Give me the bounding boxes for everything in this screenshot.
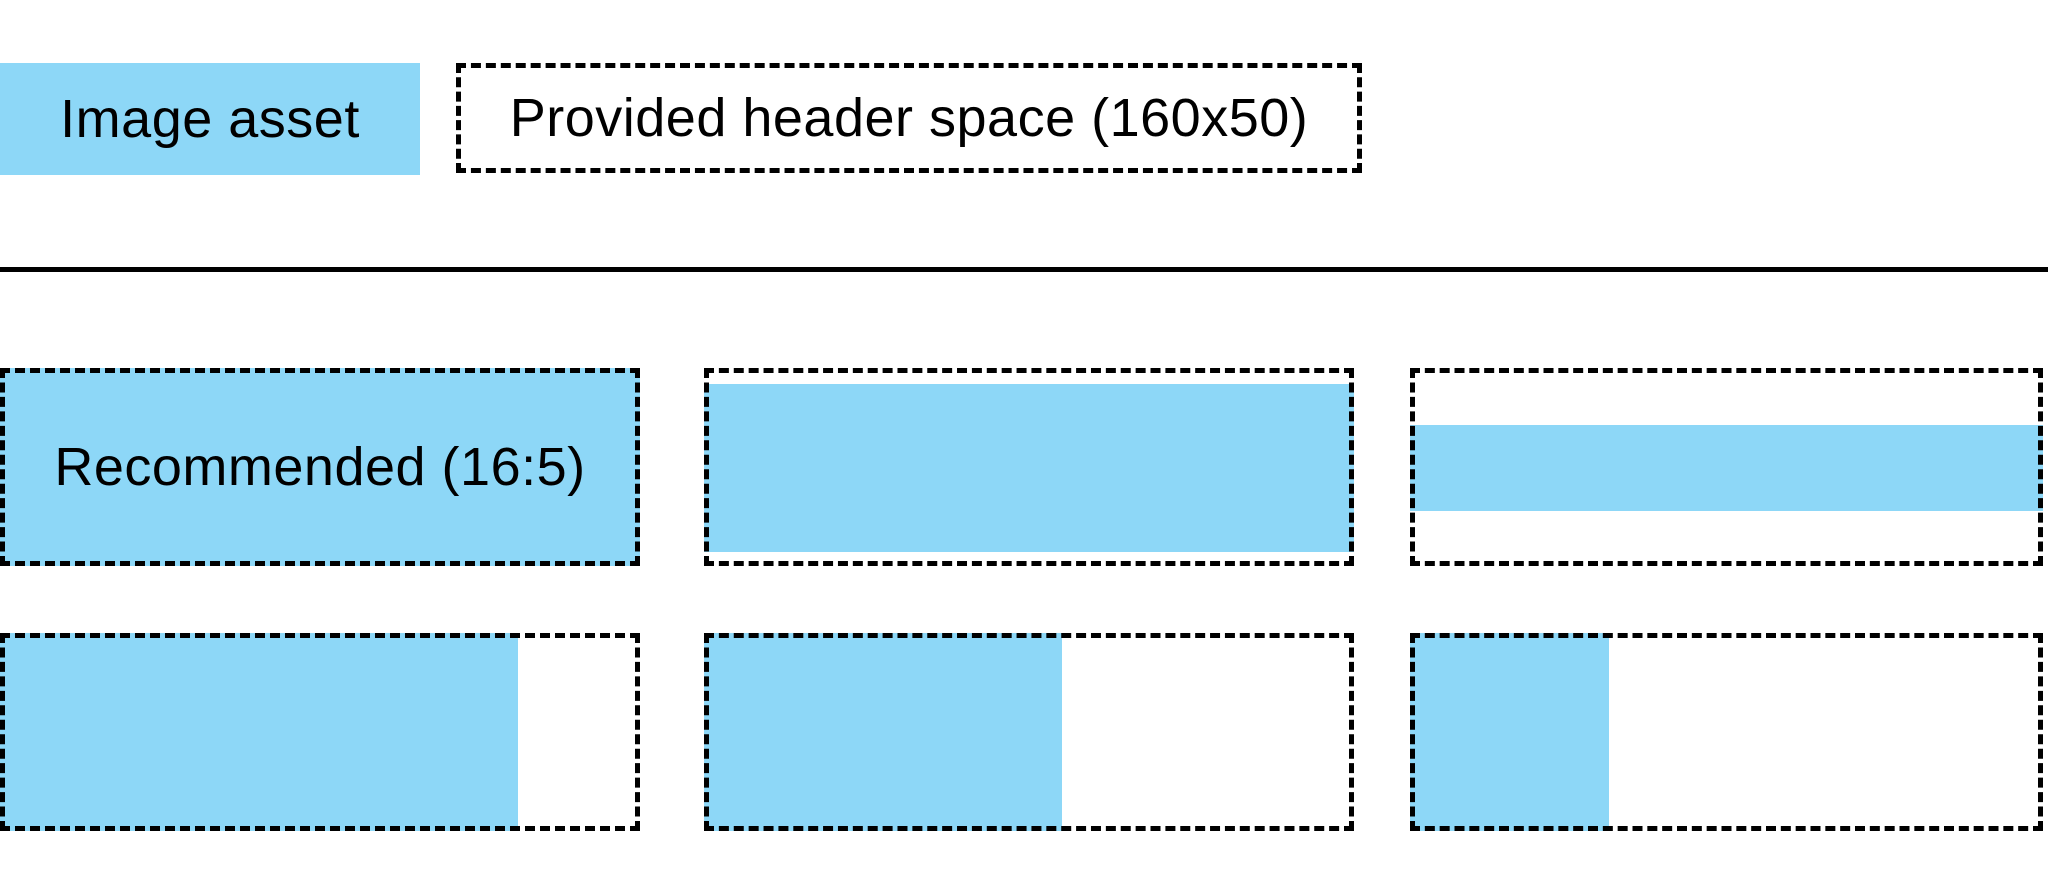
asset-fill bbox=[704, 383, 1354, 553]
asset-fill bbox=[704, 633, 1062, 831]
cell-tall-image-pillarboxed-large bbox=[0, 633, 640, 831]
asset-fill bbox=[1410, 425, 2043, 511]
cell-wider-image-letterboxed bbox=[1410, 368, 2043, 566]
cell-recommended-16-5: Recommended (16:5) bbox=[0, 368, 640, 566]
image-asset-swatch: Image asset bbox=[0, 63, 420, 175]
recommended-label: Recommended (16:5) bbox=[54, 437, 586, 497]
image-asset-label: Image asset bbox=[60, 89, 360, 149]
header-space-label: Provided header space (160x50) bbox=[509, 88, 1309, 148]
asset-fill bbox=[0, 633, 519, 831]
asset-fill bbox=[0, 368, 640, 566]
cell-tall-image-pillarboxed-medium bbox=[704, 633, 1354, 831]
cell-tall-image-pillarboxed-small bbox=[1410, 633, 2043, 831]
header-space-box: Provided header space (160x50) bbox=[456, 63, 1362, 173]
separator-line bbox=[0, 267, 2048, 272]
asset-fill bbox=[1410, 633, 1610, 831]
cell-wide-image-letterboxed bbox=[704, 368, 1354, 566]
